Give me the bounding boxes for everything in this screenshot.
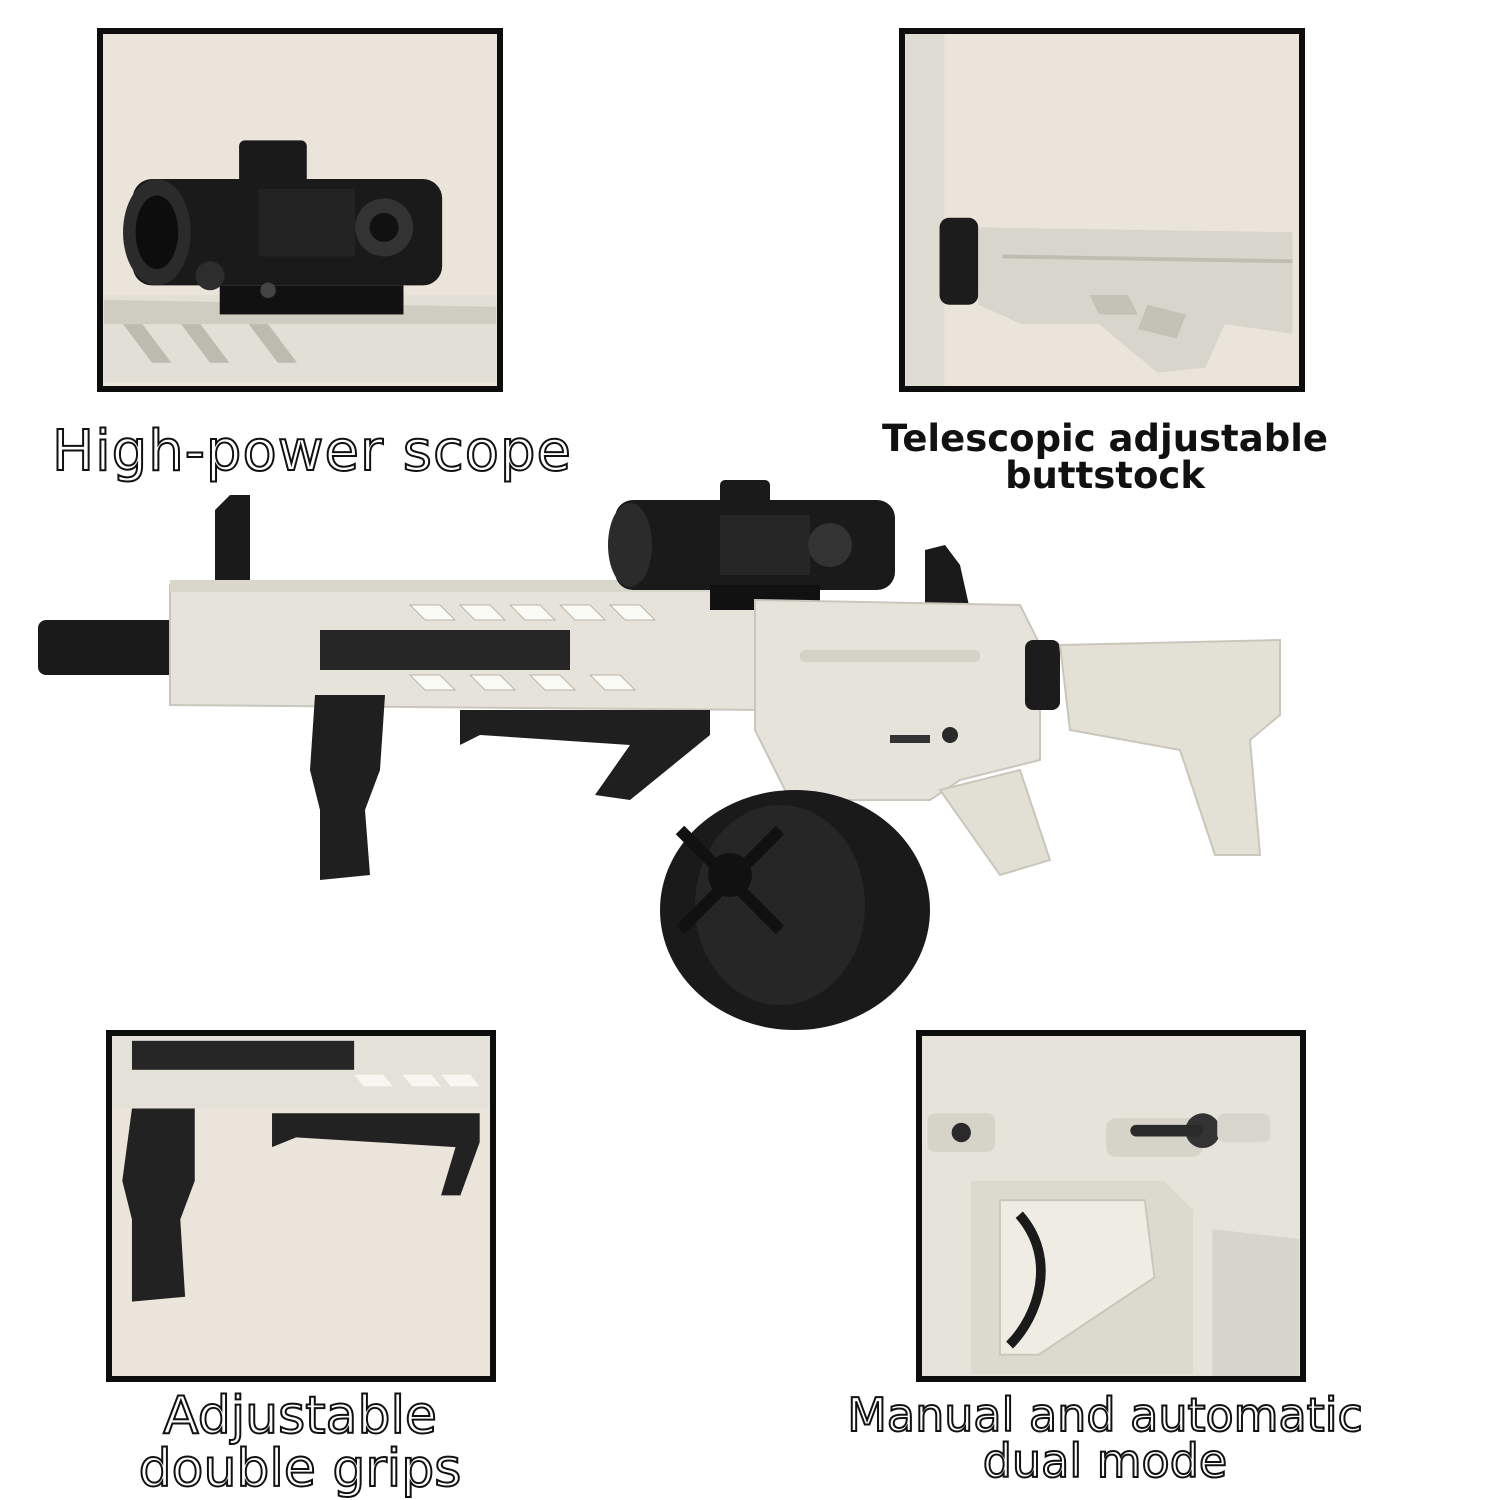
grips-detail-panel	[106, 1030, 496, 1382]
grips-detail-image	[112, 1036, 490, 1302]
buttstock-detail-image	[905, 34, 1293, 386]
fire-mode-caption-line2: dual mode	[982, 1434, 1228, 1488]
buttstock-detail-panel	[899, 28, 1305, 392]
fire-mode-detail-panel	[916, 1030, 1306, 1382]
scope-caption: High-power scope	[51, 419, 573, 484]
rifle-product-image	[38, 480, 1281, 1030]
fire-mode-detail-image	[922, 1036, 1300, 1376]
buttstock-caption-line1: Telescopic adjustable	[882, 417, 1328, 460]
fire-mode-caption-line1: Manual and automatic	[846, 1388, 1364, 1442]
scope-detail-panel	[97, 28, 503, 392]
grips-caption-line1: Adjustable	[162, 1386, 438, 1446]
grips-caption-line2: double grips	[138, 1439, 463, 1500]
buttstock-caption: Telescopic adjustable buttstock	[855, 420, 1355, 494]
grips-caption: Adjustable double grips	[60, 1386, 540, 1500]
buttstock-caption-line2: buttstock	[1005, 454, 1205, 497]
scope-detail-image	[103, 140, 497, 383]
fire-mode-caption: Manual and automatic dual mode	[800, 1388, 1410, 1488]
